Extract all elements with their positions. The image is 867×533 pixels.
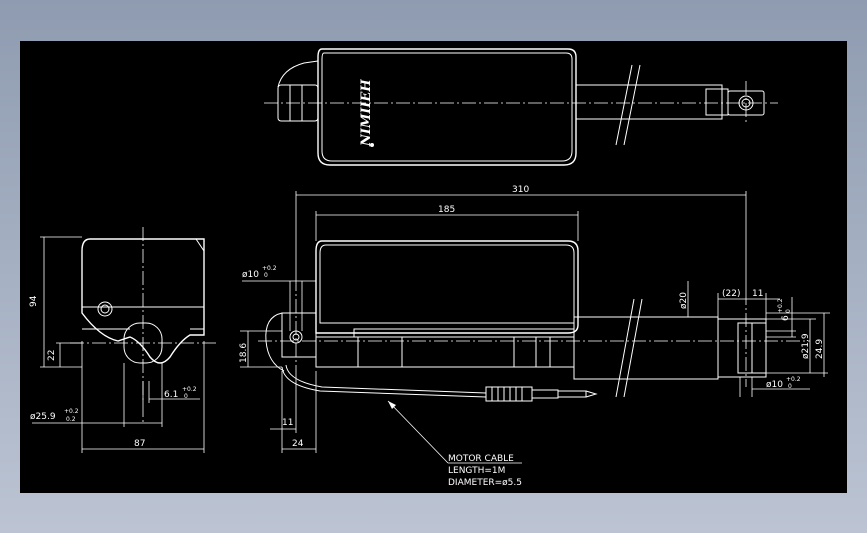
dim-front-hole-tol-upper: +0.2: [786, 376, 801, 383]
dim-clevis-22: (22): [722, 289, 740, 299]
cable-note-line2: LENGTH=1M: [448, 466, 505, 476]
dim-total-310: 310: [512, 185, 529, 195]
front-view: 94 22 ø25.9 +0.2 0.2 6.1 +0.2 0 87: [29, 227, 216, 453]
side-view: 310 185 ø10 +0.2 0 18.6 11 24 ø20 (22): [239, 185, 830, 488]
dim-body-185: 185: [438, 205, 455, 215]
cad-drawing-svg: NIMIIEH 94 22 ø25.9 +0.2 0.2 6.: [29, 48, 830, 488]
top-view: NIMIIEH: [264, 48, 778, 166]
dim-bore-tol-lower: 0.2: [66, 416, 76, 423]
cad-drawing-canvas: NIMIIEH 94 22 ø25.9 +0.2 0.2 6.: [20, 41, 847, 493]
dim-height-94: 94: [29, 295, 39, 307]
dim-width-87: 87: [134, 439, 145, 449]
dim-tip-24-9: 24.9: [815, 339, 825, 359]
dim-clevis-11: 11: [752, 289, 763, 299]
dim-rod-20: ø20: [679, 292, 689, 309]
dim-axis-22: 22: [47, 350, 57, 361]
dim-bore: ø25.9: [30, 412, 56, 422]
dim-offset: 6.1: [164, 390, 178, 400]
dim-front-hole: ø10: [766, 380, 783, 390]
dim-slot-tol-upper: +0.2: [777, 298, 784, 313]
cable-note-line3: DIAMETER=ø5.5: [448, 478, 522, 488]
dim-offset-tol-lower: 0: [184, 393, 188, 400]
dim-rear-height-18-6: 18.6: [239, 343, 249, 363]
dim-slot-6: 6: [781, 315, 791, 321]
brand-logo-text: NIMIIEH: [359, 79, 374, 147]
dim-rear-hole: ø10: [242, 270, 259, 280]
dim-rear-24: 24: [292, 439, 304, 449]
cable-note-line1: MOTOR CABLE: [448, 454, 514, 464]
dim-rear-hole-tol-lower: 0: [264, 272, 268, 279]
dim-rear-11: 11: [282, 418, 293, 428]
dim-offset-tol-upper: +0.2: [182, 386, 197, 393]
dim-slot-tol-lower: 0: [785, 309, 792, 313]
dim-tube-21-9: ø21.9: [801, 333, 811, 359]
dim-rear-hole-tol-upper: +0.2: [262, 265, 277, 272]
dim-front-hole-tol-lower: 0: [788, 383, 792, 390]
dim-bore-tol-upper: +0.2: [64, 408, 79, 415]
